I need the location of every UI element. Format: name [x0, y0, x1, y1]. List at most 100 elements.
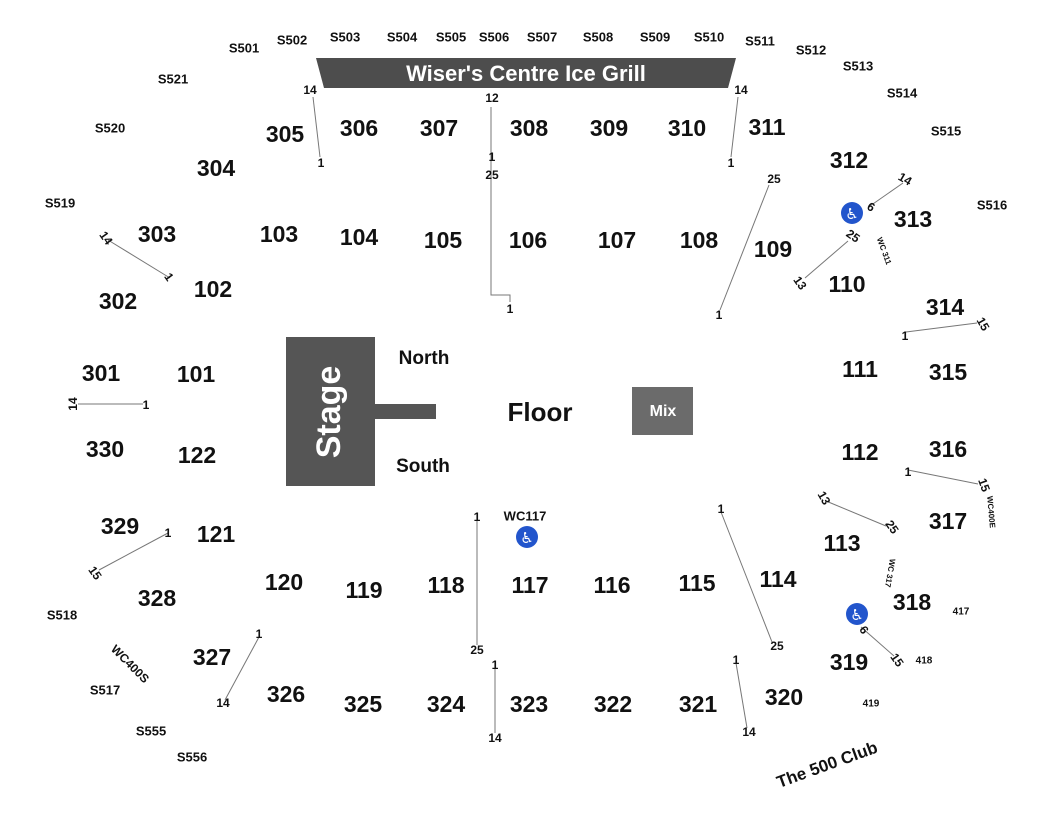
suite-s515[interactable]: S515 [931, 124, 961, 139]
suite-s506[interactable]: S506 [479, 30, 509, 45]
accessible-label-wc317: WC 317 [883, 558, 897, 589]
section-107[interactable]: 107 [598, 227, 636, 253]
suite-s508[interactable]: S508 [583, 30, 613, 45]
suite-s503[interactable]: S503 [330, 30, 360, 45]
section-113[interactable]: 113 [823, 530, 860, 556]
mix-label: Mix [650, 403, 677, 420]
section-101[interactable]: 101 [177, 361, 216, 387]
section-114[interactable]: 114 [759, 566, 796, 592]
section-106[interactable]: 106 [509, 227, 547, 253]
section-326[interactable]: 326 [267, 681, 305, 707]
suite-s502[interactable]: S502 [277, 33, 307, 48]
section-104[interactable]: 104 [340, 224, 379, 250]
section-115[interactable]: 115 [678, 570, 715, 596]
section-109[interactable]: 109 [754, 236, 792, 262]
section-122[interactable]: 122 [178, 442, 216, 468]
suite-s516[interactable]: S516 [977, 198, 1007, 213]
section-314[interactable]: 314 [926, 294, 965, 320]
section-303[interactable]: 303 [138, 221, 176, 247]
suite-s501[interactable]: S501 [229, 41, 259, 56]
section-328[interactable]: 328 [138, 585, 177, 611]
suite-s513[interactable]: S513 [843, 59, 873, 74]
accessible-label-wc400e: WC400E [985, 496, 997, 529]
section-111[interactable]: 111 [842, 356, 878, 382]
row-marker-312-313-end: 6 [865, 199, 878, 215]
section-306[interactable]: 306 [340, 115, 378, 141]
section-327[interactable]: 327 [193, 644, 231, 670]
section-313[interactable]: 313 [894, 206, 932, 232]
section-103[interactable]: 103 [260, 221, 298, 247]
section-321[interactable]: 321 [679, 691, 718, 717]
suite-s520[interactable]: S520 [95, 121, 125, 136]
section-320[interactable]: 320 [765, 684, 803, 710]
section-319[interactable]: 319 [830, 649, 868, 675]
suite-s505[interactable]: S505 [436, 30, 466, 45]
section-304[interactable]: 304 [197, 155, 236, 181]
row-marker-320-321-start: 1 [733, 653, 740, 667]
section-329[interactable]: 329 [101, 513, 139, 539]
suite-s521[interactable]: S521 [158, 72, 188, 87]
section-118[interactable]: 118 [427, 572, 464, 598]
section-312[interactable]: 312 [830, 147, 868, 173]
wheelchair-icon-glyph: ♿ [520, 529, 533, 547]
suite-s555[interactable]: S555 [136, 724, 166, 739]
wheelchair-icon[interactable]: ♿ [846, 603, 868, 625]
section-116[interactable]: 116 [593, 572, 630, 598]
row-marker-108-109-start: 25 [767, 172, 781, 186]
row-marker-329-328-end: 15 [85, 564, 104, 583]
section-325[interactable]: 325 [344, 691, 383, 717]
suite-s507[interactable]: S507 [527, 30, 557, 45]
section-301[interactable]: 301 [82, 360, 121, 386]
suite-s509[interactable]: S509 [640, 30, 670, 45]
accessible-label-wc400s: WC400S [108, 642, 152, 686]
section-105[interactable]: 105 [424, 227, 463, 253]
suite-s510[interactable]: S510 [694, 30, 724, 45]
section-315[interactable]: 315 [929, 359, 968, 385]
suite-s517[interactable]: S517 [90, 683, 120, 698]
suite-s512[interactable]: S512 [796, 43, 826, 58]
section-318[interactable]: 318 [893, 589, 932, 615]
row-marker-312-313-start: 14 [896, 170, 915, 189]
section-330[interactable]: 330 [86, 436, 124, 462]
wheelchair-icon[interactable]: ♿ [516, 526, 538, 548]
section-311[interactable]: 311 [748, 114, 785, 140]
ice-grill-label: Wiser's Centre Ice Grill [406, 61, 646, 86]
section-110[interactable]: 110 [828, 271, 865, 297]
section-305[interactable]: 305 [266, 121, 305, 147]
suite-s504[interactable]: S504 [387, 30, 418, 45]
section-102[interactable]: 102 [194, 276, 232, 302]
section-308[interactable]: 308 [510, 115, 549, 141]
suite-s518[interactable]: S518 [47, 608, 77, 623]
section-120[interactable]: 120 [265, 569, 303, 595]
section-310[interactable]: 310 [668, 115, 706, 141]
row-marker-310-311-start: 14 [734, 83, 748, 97]
section-307[interactable]: 307 [420, 115, 458, 141]
section-317[interactable]: 317 [929, 508, 967, 534]
section-117[interactable]: 117 [511, 572, 548, 598]
section-119[interactable]: 119 [345, 577, 382, 603]
wheelchair-icon[interactable]: ♿ [841, 202, 863, 224]
section-324[interactable]: 324 [427, 691, 466, 717]
ice-grill-banner[interactable] [316, 58, 736, 88]
row-marker-112-113-start: 13 [815, 489, 834, 508]
section-112[interactable]: 112 [841, 439, 878, 465]
section-108[interactable]: 108 [680, 227, 719, 253]
the-500-club-label[interactable]: The 500 Club [774, 738, 880, 792]
row-marker-329-328-start: 1 [165, 526, 172, 540]
box-418[interactable]: 418 [916, 656, 933, 667]
wheelchair-icon-glyph: ♿ [845, 205, 858, 223]
section-309[interactable]: 309 [590, 115, 628, 141]
section-316[interactable]: 316 [929, 436, 967, 462]
box-417[interactable]: 417 [953, 607, 970, 618]
suite-s519[interactable]: S519 [45, 196, 75, 211]
section-323[interactable]: 323 [510, 691, 548, 717]
suite-s514[interactable]: S514 [887, 86, 918, 101]
box-419[interactable]: 419 [863, 699, 880, 710]
wheelchair-icon-circle [846, 603, 868, 625]
section-121[interactable]: 121 [197, 521, 236, 547]
section-302[interactable]: 302 [99, 288, 137, 314]
suite-s511[interactable]: S511 [745, 34, 775, 49]
suite-s556[interactable]: S556 [177, 750, 207, 765]
floor-section[interactable]: Floor [508, 397, 573, 427]
section-322[interactable]: 322 [594, 691, 632, 717]
